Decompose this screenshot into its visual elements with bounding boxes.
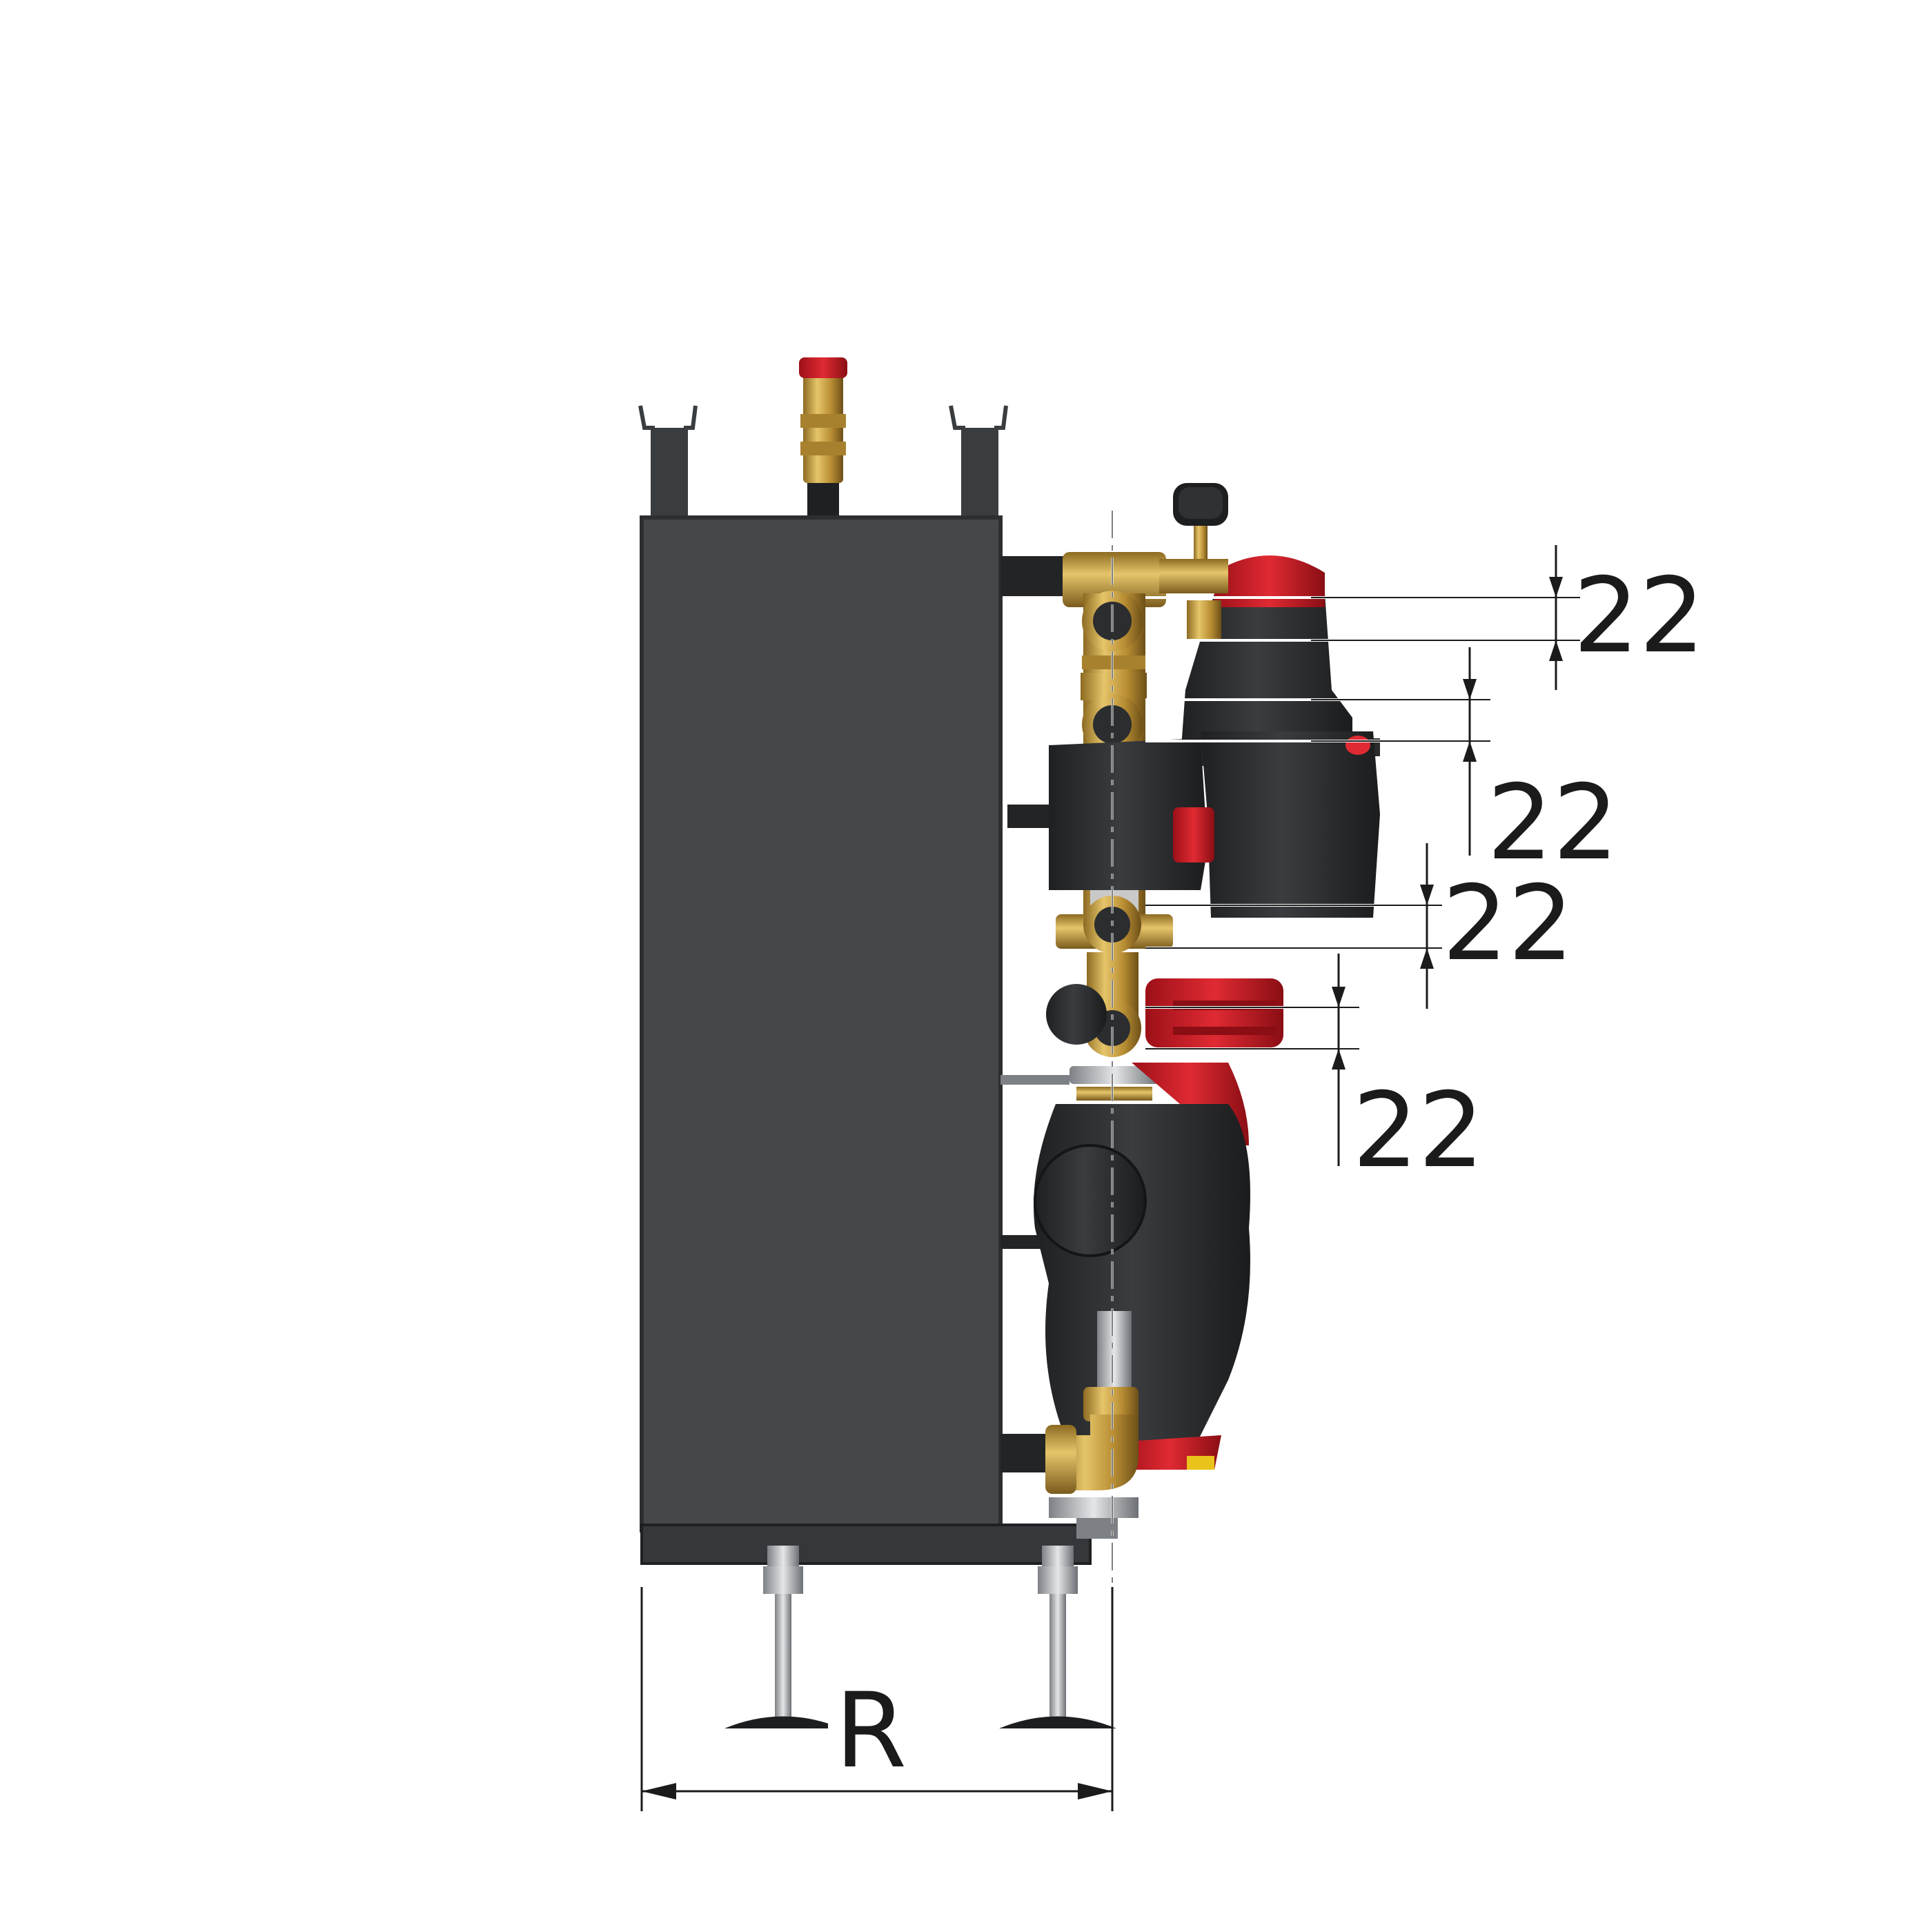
adjustable-foot-right: [999, 1546, 1116, 1728]
dimension-1: 22: [1145, 545, 1705, 690]
buffer-tank-body: [640, 515, 1092, 1565]
circulation-pump-small: [1046, 978, 1283, 1047]
dimension-label-3: 22: [1442, 864, 1574, 984]
dimension-label-2: 22: [1487, 763, 1619, 883]
pressure-gauge-icon: [1173, 483, 1228, 566]
dimension-4: 22: [1145, 954, 1484, 1191]
air-vent-icon: [799, 357, 847, 524]
brass-elbow-lower: [1045, 1387, 1138, 1539]
dimension-label-4: 22: [1352, 1071, 1484, 1191]
mixing-valve-insulation: [1049, 738, 1214, 890]
dimension-3: 22: [1145, 843, 1574, 1009]
hydraulic-separator: [1180, 555, 1380, 918]
pipe-clamp: [1070, 1066, 1159, 1101]
width-dimension: R: [640, 1587, 1114, 1811]
circulation-pump-large: [1034, 1063, 1250, 1470]
adjustable-foot-left: [724, 1546, 842, 1728]
dimension-label-1: 22: [1573, 556, 1705, 676]
width-label: R: [835, 1671, 907, 1791]
dimension-2: 22: [1145, 647, 1619, 883]
